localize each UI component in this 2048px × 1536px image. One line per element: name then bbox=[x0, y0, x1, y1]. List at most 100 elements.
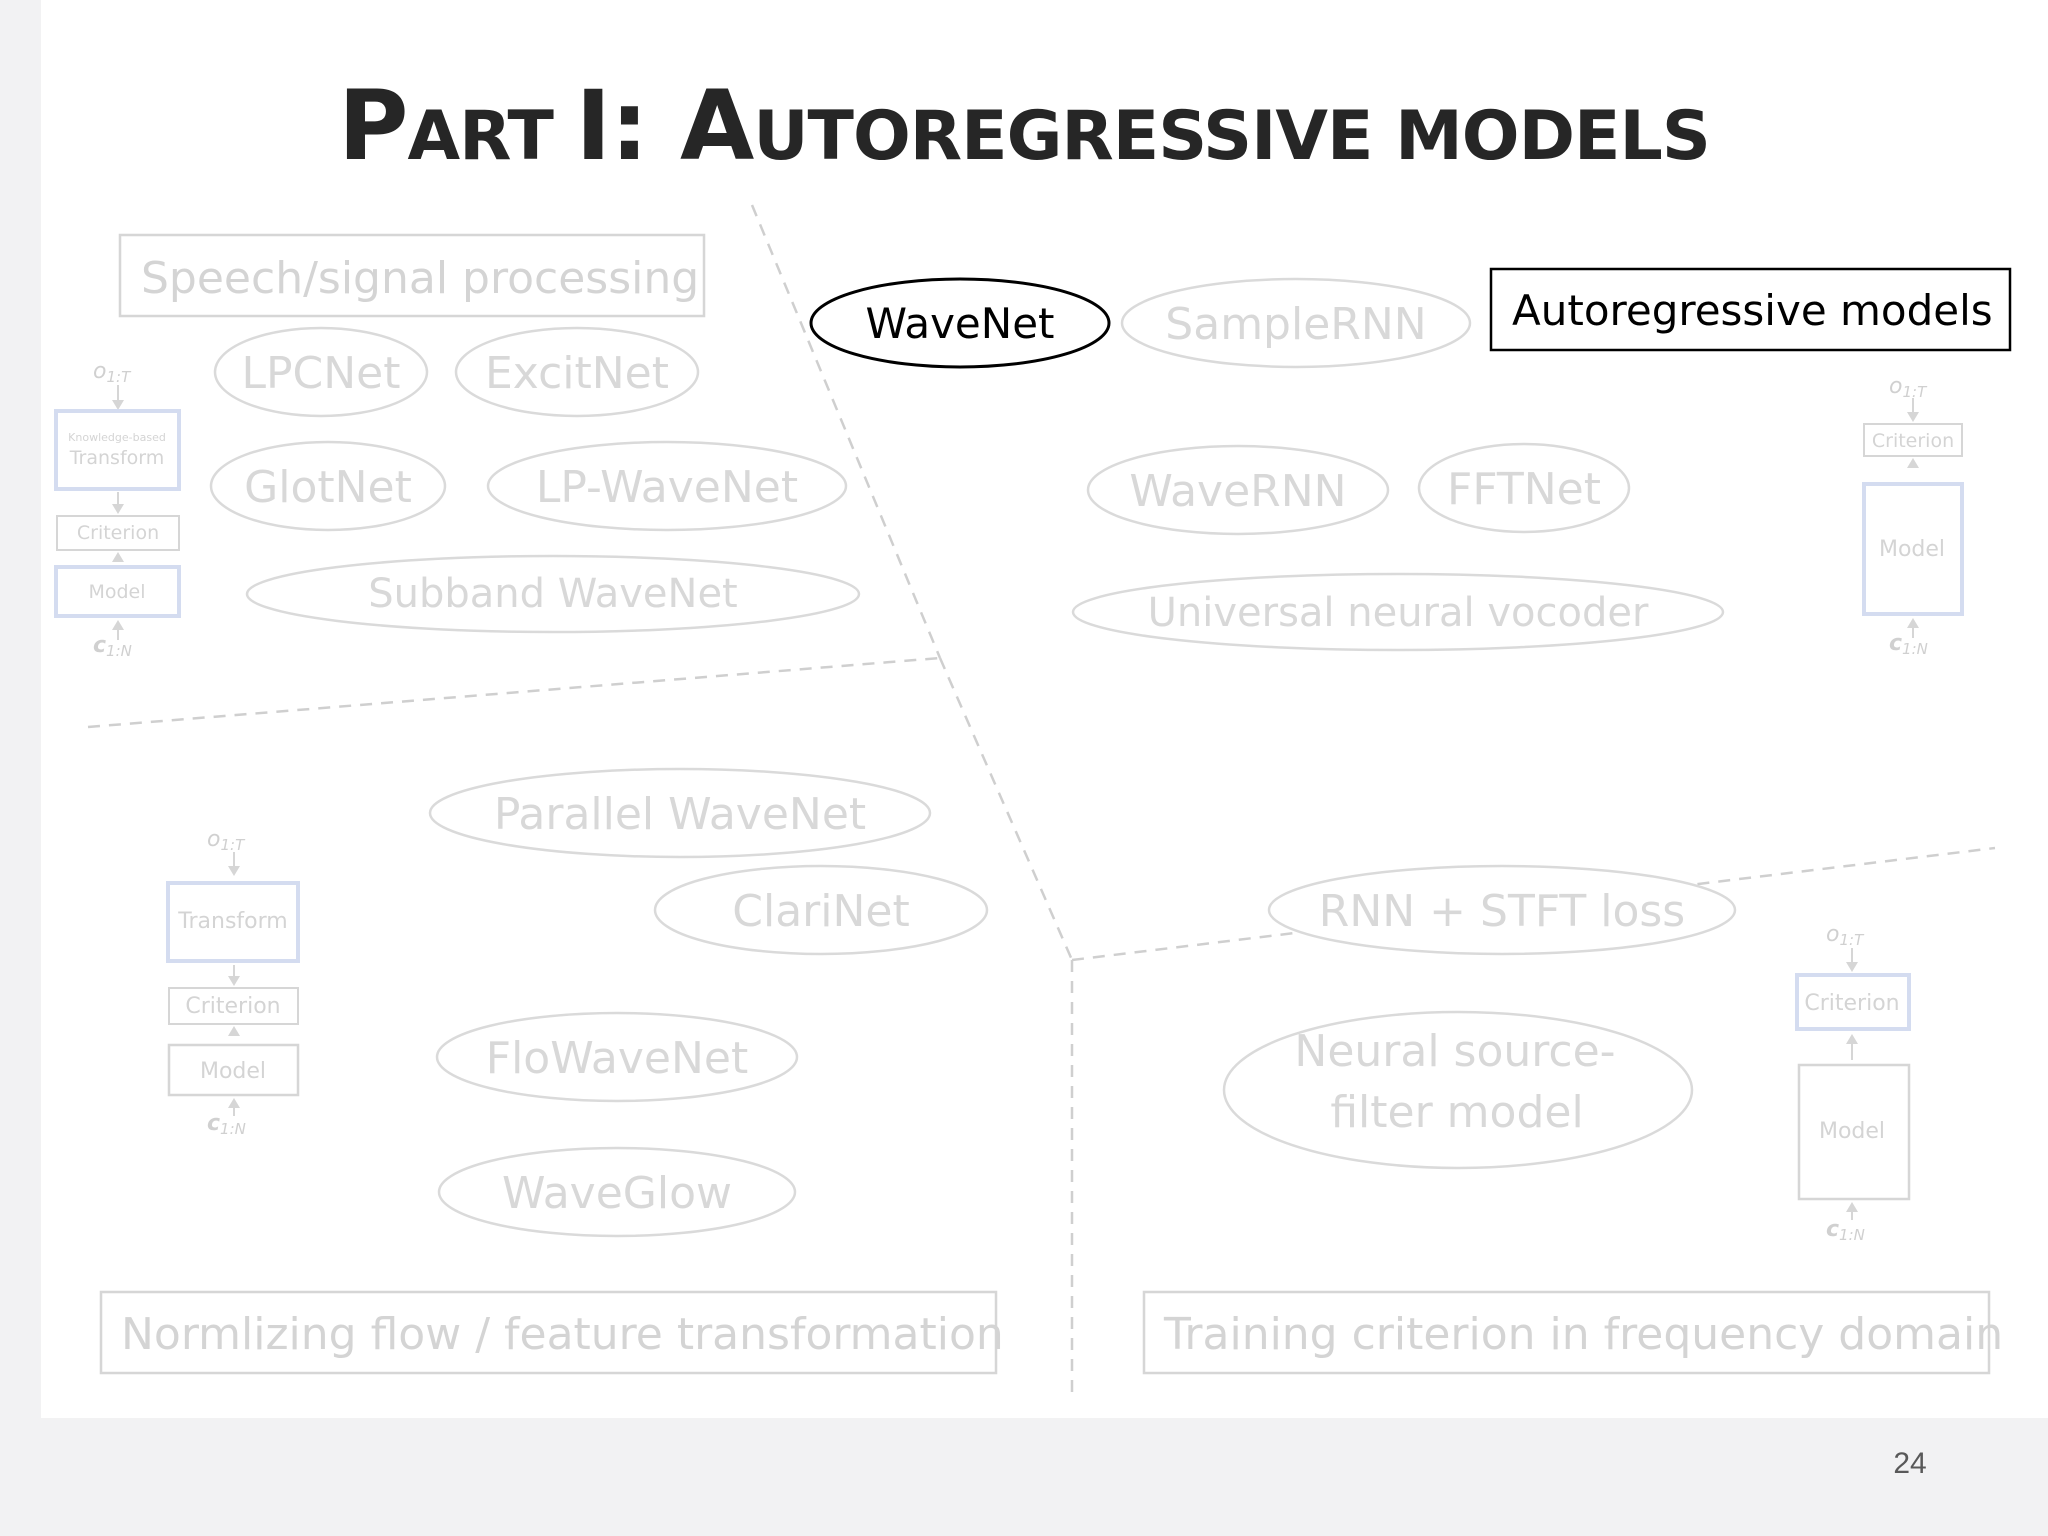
model-samplernn-label: SampleRNN bbox=[1165, 299, 1426, 350]
mini-flow-transform-box bbox=[166, 881, 300, 963]
mini-flow-arrowhead-4 bbox=[228, 1098, 240, 1108]
model-lpcnet-label: LPCNet bbox=[241, 348, 400, 399]
mini-sp-criterion-box bbox=[56, 515, 180, 551]
model-lpwavenet: LP-WaveNet bbox=[486, 440, 848, 532]
slide-title: PART I: AUTOREGRESSIVE MODELS bbox=[0, 70, 2048, 182]
model-flowavenet-shape bbox=[435, 1011, 799, 1103]
model-wavenet: WaveNet bbox=[809, 277, 1111, 369]
divider-diagonal-upper bbox=[750, 204, 942, 659]
model-parallel-wavenet: Parallel WaveNet bbox=[428, 767, 932, 859]
mini-flow-transform-label: Transform bbox=[177, 909, 287, 934]
model-samplernn-shape bbox=[1120, 277, 1472, 369]
category-flow-frame bbox=[99, 1290, 998, 1375]
mini-flow-arrowhead-1 bbox=[228, 866, 240, 876]
category-flow-label: Normlizing flow / feature transformation bbox=[121, 1309, 1004, 1360]
model-nsf-label-line1: Neural source- bbox=[1294, 1026, 1615, 1077]
mini-sp-transform-box bbox=[54, 409, 181, 491]
model-waveglow-shape bbox=[437, 1146, 797, 1238]
mini-freq-criterion-box bbox=[1795, 973, 1911, 1031]
model-universal-shape bbox=[1071, 572, 1725, 652]
model-excitnet-shape bbox=[454, 326, 700, 418]
title-initial-a: A bbox=[680, 70, 754, 182]
model-lpwavenet-shape bbox=[486, 440, 848, 532]
mini-sp-arrowhead-2 bbox=[112, 504, 124, 514]
mini-ar-output-symbol: o1:T bbox=[1889, 374, 1928, 401]
model-lpwavenet-label: LP-WaveNet bbox=[536, 462, 798, 513]
model-glotnet-shape bbox=[209, 440, 447, 532]
model-clarinet-label: ClariNet bbox=[732, 886, 909, 937]
mini-diagram-flow: o1:T Transform Criterion Model c1:N bbox=[166, 827, 300, 1138]
model-rnnstft-label: RNN + STFT loss bbox=[1319, 886, 1685, 937]
mini-flow-model-label: Model bbox=[200, 1059, 266, 1084]
model-wavernn: WaveRNN bbox=[1086, 444, 1390, 536]
mini-flow-input-symbol: c1:N bbox=[207, 1111, 246, 1138]
mini-flow-model-box bbox=[167, 1043, 300, 1097]
mini-sp-model-box bbox=[54, 565, 181, 618]
mini-freq-arrowhead-3 bbox=[1846, 1202, 1858, 1212]
category-frequency-box: Training criterion in frequency domain bbox=[1142, 1290, 2003, 1375]
model-wavernn-shape bbox=[1086, 444, 1390, 536]
mini-ar-arrowhead-3 bbox=[1907, 618, 1919, 628]
model-wavenet-label: WaveNet bbox=[866, 299, 1055, 348]
model-clarinet-shape bbox=[653, 864, 989, 956]
mini-ar-arrowhead-1 bbox=[1907, 412, 1919, 422]
model-glotnet: GlotNet bbox=[209, 440, 447, 532]
mini-diagram-signal-processing: o1:T Knowledge-based Transform Criterion… bbox=[54, 359, 181, 660]
model-subband-wavenet: Subband WaveNet bbox=[245, 554, 861, 634]
mini-ar-input-symbol: c1:N bbox=[1889, 631, 1928, 658]
mini-ar-arrowhead-2 bbox=[1907, 458, 1919, 468]
category-autoregressive-frame bbox=[1489, 267, 2012, 352]
mini-sp-knowledge-label: Knowledge-based bbox=[68, 431, 166, 444]
mini-freq-model-box bbox=[1797, 1063, 1911, 1201]
model-wavernn-label: WaveRNN bbox=[1129, 466, 1346, 517]
model-lpcnet: LPCNet bbox=[213, 326, 429, 418]
mini-sp-arrowhead-1 bbox=[112, 400, 124, 410]
mini-diagram-autoregressive: o1:T Criterion Model c1:N bbox=[1862, 374, 1964, 658]
title-word-part: ART bbox=[407, 97, 576, 176]
category-speech-frame bbox=[118, 233, 706, 318]
mini-flow-arrowhead-2 bbox=[228, 976, 240, 986]
model-rnnstft-shape bbox=[1267, 864, 1737, 956]
mini-flow-arrowhead-3 bbox=[228, 1026, 240, 1036]
title-word-autoregressive-models: UTOREGRESSIVE MODELS bbox=[753, 97, 1710, 176]
mini-ar-model-box bbox=[1862, 482, 1964, 616]
model-flowavenet-label: FloWaveNet bbox=[486, 1033, 748, 1084]
model-glotnet-label: GlotNet bbox=[244, 462, 412, 513]
model-parallel-shape bbox=[428, 767, 932, 859]
mini-flow-criterion-label: Criterion bbox=[185, 994, 280, 1019]
mini-sp-model-label: Model bbox=[88, 581, 145, 603]
mini-freq-arrowhead-2 bbox=[1846, 1034, 1858, 1044]
category-autoregressive-box: Autoregressive models bbox=[1489, 267, 2012, 352]
mini-flow-output-symbol: o1:T bbox=[207, 827, 246, 854]
model-universal-label: Universal neural vocoder bbox=[1148, 590, 1649, 636]
model-waveglow: WaveGlow bbox=[437, 1146, 797, 1238]
model-excitnet-label: ExcitNet bbox=[485, 348, 669, 399]
model-clarinet: ClariNet bbox=[653, 864, 989, 956]
mini-ar-criterion-label: Criterion bbox=[1872, 430, 1954, 452]
model-flowavenet: FloWaveNet bbox=[435, 1011, 799, 1103]
mini-sp-input-symbol: c1:N bbox=[93, 633, 132, 660]
model-fftnet-shape bbox=[1417, 442, 1631, 534]
mini-sp-transform-label: Transform bbox=[69, 447, 165, 469]
model-excitnet: ExcitNet bbox=[454, 326, 700, 418]
model-nsf-label-line2: filter model bbox=[1330, 1087, 1583, 1138]
divider-left-horizontal bbox=[87, 656, 941, 729]
category-frequency-label: Training criterion in frequency domain bbox=[1163, 1309, 2003, 1360]
mini-diagram-frequency: o1:T Criterion Model c1:N bbox=[1795, 922, 1911, 1244]
mini-freq-arrowhead-1 bbox=[1846, 962, 1858, 972]
model-universal-neural-vocoder: Universal neural vocoder bbox=[1071, 572, 1725, 652]
model-wavenet-shape bbox=[809, 277, 1111, 369]
page-number: 24 bbox=[1893, 1447, 1927, 1480]
model-neural-source-filter: Neural source- filter model bbox=[1222, 1010, 1694, 1170]
model-subband-wavenet-shape bbox=[245, 554, 861, 634]
model-lpcnet-shape bbox=[213, 326, 429, 418]
category-flow-box: Normlizing flow / feature transformation bbox=[99, 1290, 1004, 1375]
mini-ar-criterion-box bbox=[1863, 423, 1963, 457]
title-initial-p: P bbox=[338, 70, 408, 182]
category-speech-box: Speech/signal processing bbox=[118, 233, 706, 318]
mini-freq-criterion-label: Criterion bbox=[1804, 991, 1899, 1016]
category-speech-label: Speech/signal processing bbox=[141, 253, 699, 304]
model-rnn-stft-loss: RNN + STFT loss bbox=[1267, 864, 1737, 956]
